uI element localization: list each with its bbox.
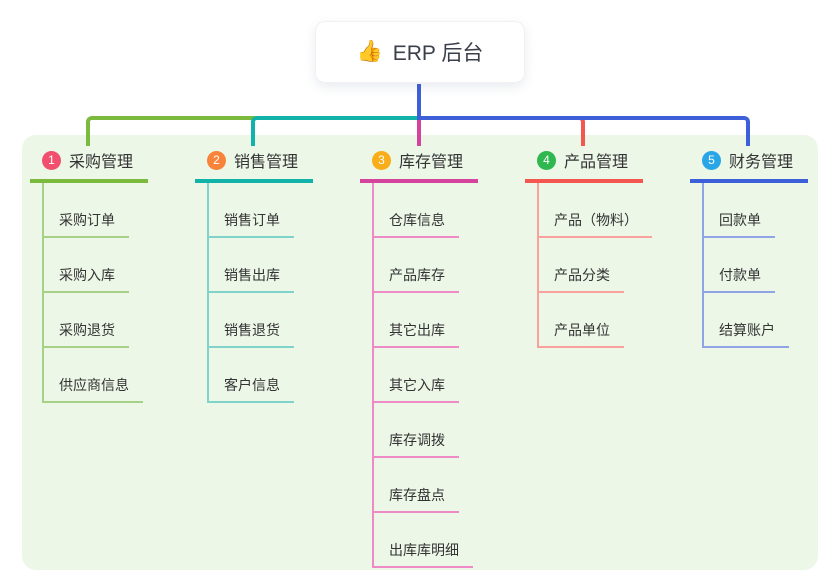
branch-label: 采购管理 — [69, 154, 134, 171]
branch: 4 产品管理 产品（物料） 产品分类产品单位 — [525, 148, 652, 348]
branch-connector — [417, 116, 421, 146]
list-item[interactable]: 产品（物料） — [539, 210, 652, 238]
branch-head-4[interactable]: 4 产品管理 — [525, 148, 643, 183]
tree-item: 结算账户 — [704, 293, 808, 348]
tree-item: 采购订单 — [44, 183, 148, 238]
branch-item-list: 回款单付款单结算账户 — [702, 183, 808, 348]
list-item[interactable]: 其它出库 — [374, 320, 459, 348]
list-item[interactable]: 结算账户 — [704, 320, 789, 348]
branch-number-badge: 4 — [537, 150, 556, 170]
tree-item: 产品（物料） — [539, 183, 652, 238]
branch-number-badge: 5 — [702, 150, 721, 170]
tree-item: 销售退货 — [209, 293, 313, 348]
tree-item: 出库库明细 — [374, 513, 478, 568]
tree-item: 产品库存 — [374, 238, 478, 293]
tree-item: 客户信息 — [209, 348, 313, 403]
list-item[interactable]: 付款单 — [704, 265, 775, 293]
list-item[interactable]: 销售订单 — [209, 210, 294, 238]
branch-head-2[interactable]: 2 销售管理 — [195, 148, 313, 183]
list-item[interactable]: 产品单位 — [539, 320, 624, 348]
branch: 2 销售管理 销售订单销售出库销售退货客户信息 — [195, 148, 313, 403]
tree-item: 产品单位 — [539, 293, 652, 348]
tree-item: 采购退货 — [44, 293, 148, 348]
list-item[interactable]: 销售出库 — [209, 265, 294, 293]
list-item[interactable]: 回款单 — [704, 210, 775, 238]
branch-item-list: 产品（物料） 产品分类产品单位 — [537, 183, 652, 348]
tree-item: 其它入库 — [374, 348, 478, 403]
branch-connector — [417, 84, 421, 120]
tree-item: 销售出库 — [209, 238, 313, 293]
tree-item: 库存调拨 — [374, 403, 478, 458]
branch-label: 产品管理 — [564, 154, 629, 171]
list-item[interactable]: 产品分类 — [539, 265, 624, 293]
list-item[interactable]: 销售退货 — [209, 320, 294, 348]
list-item[interactable]: 供应商信息 — [44, 375, 143, 403]
branch-item-list: 销售订单销售出库销售退货客户信息 — [207, 183, 313, 403]
tree-item: 销售订单 — [209, 183, 313, 238]
list-item[interactable]: 客户信息 — [209, 375, 294, 403]
list-item[interactable]: 出库库明细 — [374, 540, 473, 568]
tree-item: 采购入库 — [44, 238, 148, 293]
branch-label: 销售管理 — [234, 154, 299, 171]
list-item[interactable]: 库存盘点 — [374, 485, 459, 513]
list-item[interactable]: 采购入库 — [44, 265, 129, 293]
branch-number-badge: 1 — [42, 150, 61, 170]
list-item[interactable]: 其它入库 — [374, 375, 459, 403]
tree-item: 产品分类 — [539, 238, 652, 293]
list-item[interactable]: 采购订单 — [44, 210, 129, 238]
branch-number-badge: 2 — [207, 150, 226, 170]
branch-head-1[interactable]: 1 采购管理 — [30, 148, 148, 183]
branch-head-3[interactable]: 3 库存管理 — [360, 148, 478, 183]
branch-connector — [251, 116, 421, 146]
branch-connector — [417, 116, 750, 146]
branch-item-list: 仓库信息产品库存其它出库其它入库库存调拨库存盘点出库库明细 — [372, 183, 478, 568]
root-node-label: ERP 后台 — [392, 42, 484, 65]
branch: 1 采购管理 采购订单采购入库采购退货供应商信息 — [30, 148, 148, 403]
branch-label: 财务管理 — [729, 154, 794, 171]
branch: 3 库存管理 仓库信息产品库存其它出库其它入库库存调拨库存盘点出库库明细 — [360, 148, 478, 568]
tree-item: 其它出库 — [374, 293, 478, 348]
tree-item: 库存盘点 — [374, 458, 478, 513]
root-node-erp[interactable]: 👍 ERP 后台 — [316, 22, 524, 82]
branch: 5 财务管理 回款单付款单结算账户 — [690, 148, 808, 348]
branch-label: 库存管理 — [399, 154, 464, 171]
tree-item: 仓库信息 — [374, 183, 478, 238]
list-item[interactable]: 产品库存 — [374, 265, 459, 293]
branch-item-list: 采购订单采购入库采购退货供应商信息 — [42, 183, 148, 403]
branch-head-5[interactable]: 5 财务管理 — [690, 148, 808, 183]
list-item[interactable]: 采购退货 — [44, 320, 129, 348]
list-item[interactable]: 仓库信息 — [374, 210, 459, 238]
thumbs-up-icon: 👍 — [356, 40, 383, 63]
branch-number-badge: 3 — [372, 150, 391, 170]
list-item[interactable]: 库存调拨 — [374, 430, 459, 458]
tree-item: 付款单 — [704, 238, 808, 293]
tree-item: 供应商信息 — [44, 348, 148, 403]
tree-item: 回款单 — [704, 183, 808, 238]
branches-panel — [22, 135, 818, 570]
